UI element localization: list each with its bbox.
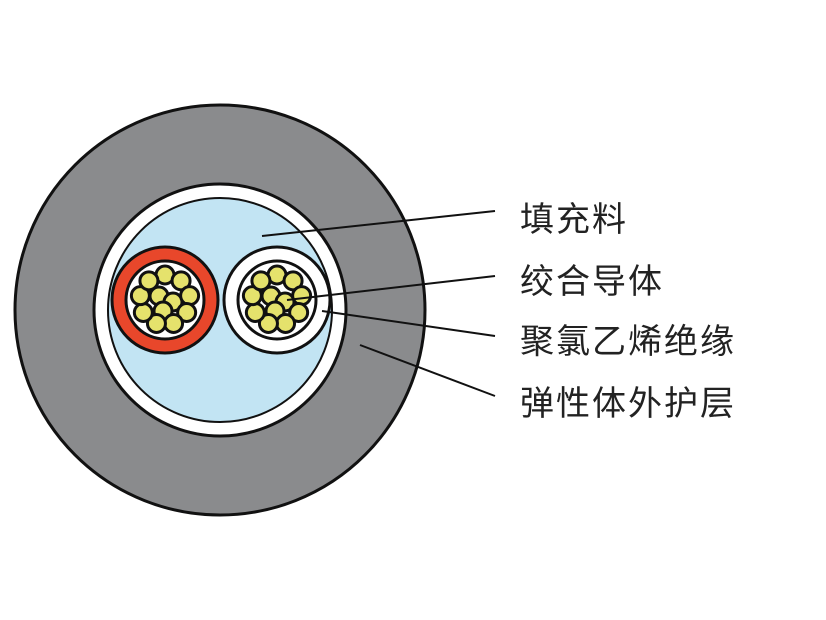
conductor-strand xyxy=(291,285,313,307)
conductor-strand xyxy=(288,302,310,323)
conductor-strand xyxy=(257,312,279,334)
label-filler: 填充料 xyxy=(520,200,628,240)
conductor-strand xyxy=(132,302,154,323)
conductor-strand xyxy=(244,302,266,323)
conductor-strand xyxy=(138,270,160,292)
conductor-strand xyxy=(179,285,201,307)
leader-line-insulation xyxy=(321,310,496,337)
conductor-strand xyxy=(163,312,185,334)
conductor-strand xyxy=(275,312,297,334)
label-elastomer-sheath: 弹性体外护层 xyxy=(520,384,736,424)
leader-line-sheath xyxy=(359,344,496,397)
leader-line-conductor xyxy=(286,275,496,301)
conductor-strand xyxy=(176,302,198,323)
leader-lines xyxy=(261,210,496,397)
conductor-strand xyxy=(145,312,167,334)
label-stranded-conductor: 绞合导体 xyxy=(520,262,664,302)
leader-line-filler xyxy=(261,210,496,237)
label-pvc-insulation: 聚氯乙烯绝缘 xyxy=(520,322,736,362)
conductor-strand xyxy=(250,270,272,292)
